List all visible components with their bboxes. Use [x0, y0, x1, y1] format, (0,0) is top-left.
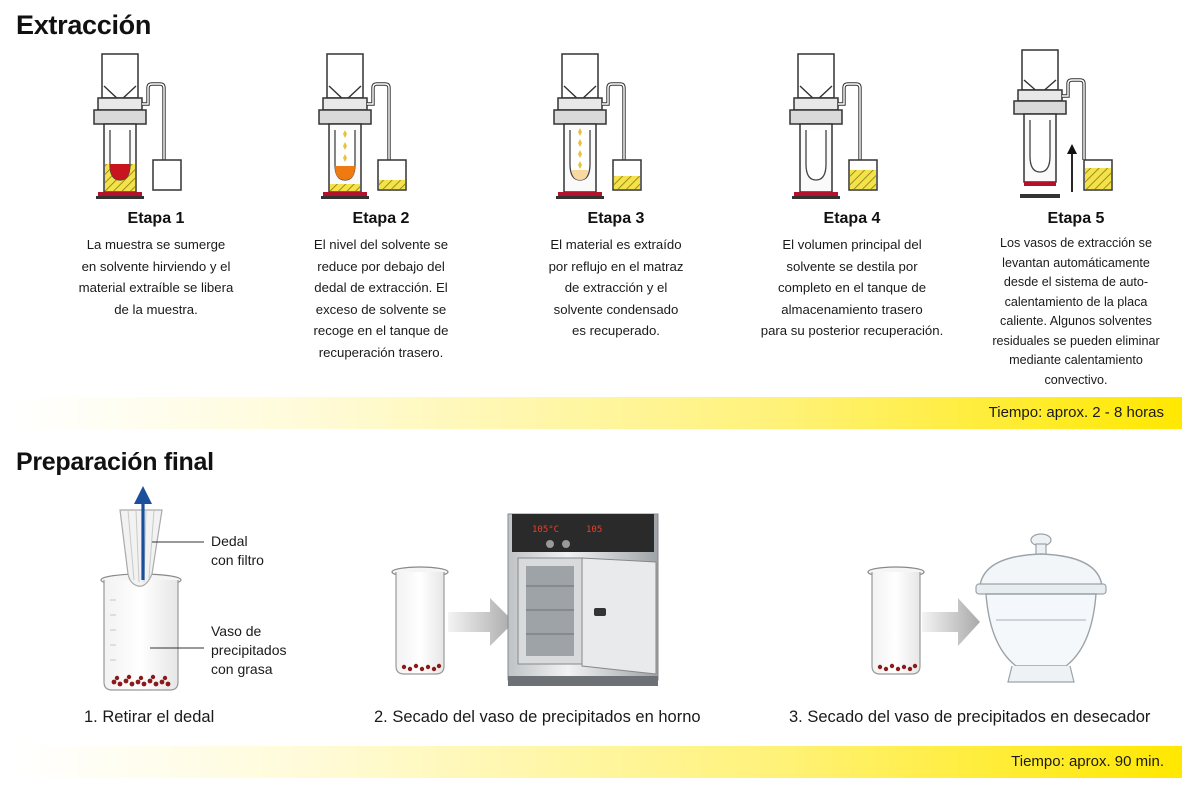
stage-5-title: Etapa 5 [1047, 210, 1105, 227]
beaker-with-thimble-illustration [100, 486, 204, 691]
final-preparation-illustration: 105°C 105 [100, 486, 1107, 691]
stage-1-apparatus-illustration [93, 53, 182, 199]
step-2-label: 2. Secado del vaso de precipitados en ho… [374, 708, 701, 726]
stage-2-apparatus-illustration [318, 53, 407, 199]
extraction-section-title: Extracción [16, 10, 152, 40]
beaker-illustration-step-2 [391, 566, 449, 675]
extraction-time-label: Tiempo: aprox. 2 - 8 horas [988, 404, 1164, 421]
stage-1-title: Etapa 1 [127, 210, 185, 227]
stage-2-title: Etapa 2 [352, 210, 410, 227]
beaker-illustration-step-3 [867, 566, 925, 675]
extraction-time-band: Tiempo: aprox. 2 - 8 horas [14, 397, 1182, 429]
oven-display-right: 105 [586, 525, 602, 535]
stage-4-apparatus-illustration [789, 53, 878, 199]
step-3-label: 3. Secado del vaso de precipitados en de… [789, 708, 1151, 726]
final-time-band: Tiempo: aprox. 90 min. [14, 746, 1182, 778]
step-1-label: 1. Retirar el dedal [84, 708, 215, 726]
final-time-label: Tiempo: aprox. 90 min. [1011, 753, 1164, 770]
arrow-to-desiccator-icon [922, 598, 980, 646]
arrow-to-oven-icon [448, 598, 514, 646]
final-section-title: Preparación final [16, 448, 214, 476]
stage-3-apparatus-illustration [553, 53, 642, 199]
stage-4-title: Etapa 4 [823, 210, 881, 227]
stage-3-title: Etapa 3 [587, 210, 645, 227]
stage-5-apparatus-illustration [1013, 49, 1113, 198]
desiccator-illustration [975, 533, 1107, 683]
oven-display-left: 105°C [532, 525, 559, 535]
drying-oven-illustration: 105°C 105 [507, 513, 659, 686]
